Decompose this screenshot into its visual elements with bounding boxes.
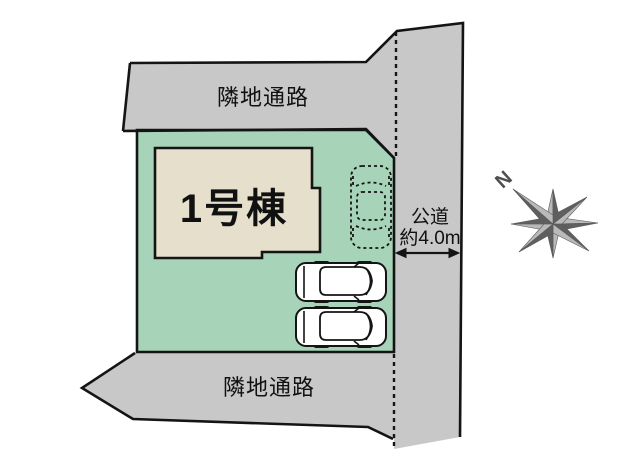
public-road-width-label: 約4.0m: [399, 227, 460, 249]
top-road-label: 隣地通路: [217, 85, 309, 110]
compass-rose-icon: [510, 188, 599, 259]
car-icon: [295, 261, 387, 303]
public-road-area: [394, 23, 463, 449]
road-width-arrow: [394, 247, 461, 259]
top-road-left-edge-line: [121, 62, 132, 132]
bottom-passage-road-area: [82, 353, 394, 439]
road-outer-boundary-line: [129, 21, 465, 438]
public-road-name-label: 公道: [411, 206, 449, 228]
parking-space-dashed-car-icon: [350, 165, 392, 249]
bottom-road-arrow-outline: [79, 351, 394, 441]
car-icon: [295, 306, 387, 348]
bottom-road-label: 隣地通路: [223, 375, 315, 400]
building-footprint: [153, 146, 322, 260]
top-road-bottom-edge-line: [122, 127, 395, 159]
building-label: 1号棟: [180, 187, 288, 231]
